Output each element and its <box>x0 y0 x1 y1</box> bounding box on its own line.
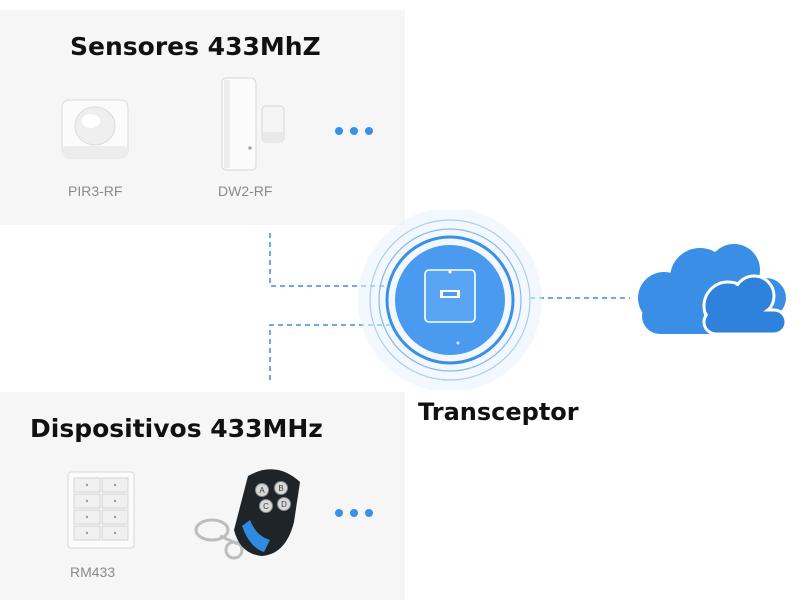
wall-remote-icon <box>67 471 135 549</box>
svg-text:C: C <box>263 502 269 511</box>
sensors-title: Sensores 433MhZ <box>70 32 321 61</box>
more-dots-icon <box>335 127 373 135</box>
devices-title: Dispositivos 433MHz <box>30 414 323 443</box>
device-connector <box>269 324 390 380</box>
svg-text:A: A <box>259 486 265 495</box>
more-dots-icon <box>335 509 373 517</box>
svg-text:B: B <box>278 484 283 493</box>
dw2-caption: DW2-RF <box>218 183 273 199</box>
door-window-sensor-icon <box>221 77 285 171</box>
cloud-icon <box>638 244 788 336</box>
pir-caption: PIR3-RF <box>68 183 123 199</box>
transceptor-label: Transceptor <box>418 398 579 426</box>
svg-text:D: D <box>281 500 287 509</box>
rm433-caption: RM433 <box>70 564 116 580</box>
rf-bridge-icon <box>358 210 542 390</box>
keyfob-remote-icon: A B C D <box>194 469 300 560</box>
motion-sensor-icon <box>61 99 129 159</box>
